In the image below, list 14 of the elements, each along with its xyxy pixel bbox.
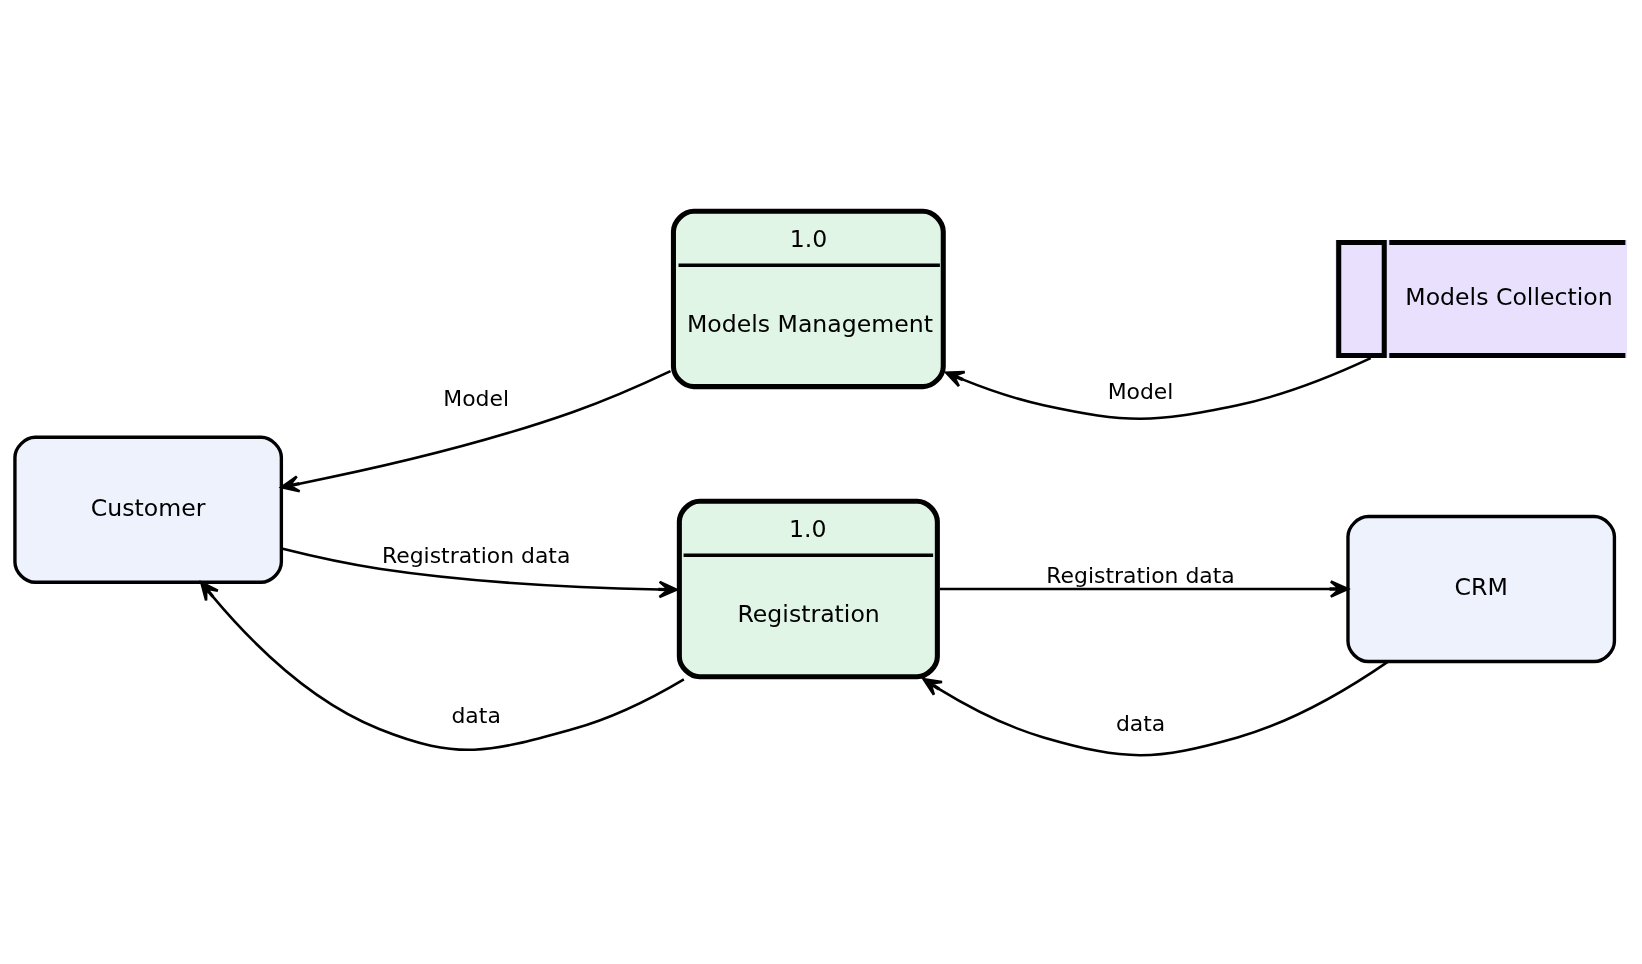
arrow bbox=[200, 581, 685, 751]
arrow bbox=[281, 547, 678, 599]
edge-label: Model bbox=[443, 385, 510, 411]
edge-label: data bbox=[451, 702, 501, 728]
arrow bbox=[922, 660, 1389, 757]
arrow bbox=[944, 357, 1372, 420]
edge-label: Registration data bbox=[1046, 562, 1235, 588]
node-box: CRM bbox=[1346, 514, 1617, 664]
edge-label: Registration data bbox=[381, 542, 571, 568]
edge-label: data bbox=[1115, 711, 1166, 737]
edge-label: Model bbox=[1107, 379, 1174, 405]
node-box: Customer bbox=[13, 435, 284, 584]
arrow bbox=[280, 369, 672, 493]
arrow bbox=[939, 580, 1349, 598]
